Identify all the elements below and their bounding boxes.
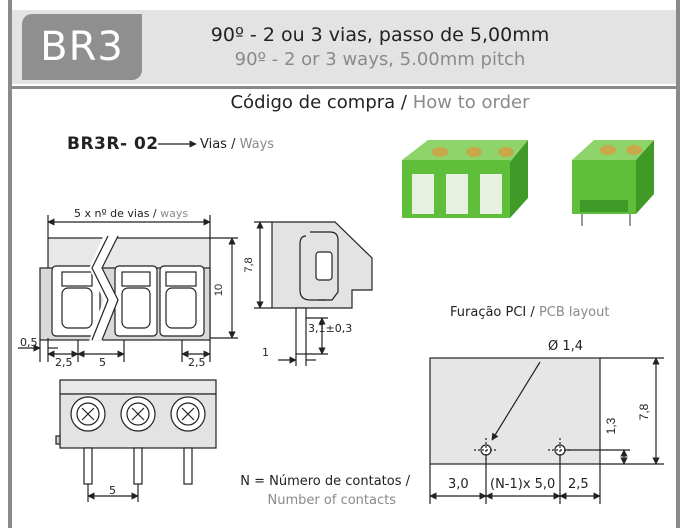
product-code: BR3 (22, 14, 142, 80)
ways-pt: Vias (200, 137, 227, 152)
part-number: BR3R- 02 (67, 134, 159, 154)
pcb-height-label: 7,8 (637, 403, 651, 420)
pcb-title-pt: Furação PCI (450, 305, 527, 320)
pcb-title-en: PCB layout (538, 305, 610, 320)
pcb-title: Furação PCI / PCB layout (450, 305, 610, 320)
dim-right-label: 2,5 (188, 356, 206, 369)
legend-en: Number of contacts (267, 493, 396, 508)
front-view-drawing (18, 215, 238, 362)
terminal-photo-2way (572, 140, 654, 226)
pcb-layout-drawing (429, 357, 664, 504)
how-to-order-en: How to order (412, 92, 530, 113)
pcb-dim-mid: (N-1)x 5,0 (490, 477, 556, 492)
front-width-label-pt: 5 x nº de vias / (74, 207, 157, 220)
hole-diameter-label: Ø 1,4 (548, 339, 584, 354)
side-height-label: 7,8 (243, 257, 255, 272)
front-height-label: 10 (213, 284, 225, 296)
legend-pt: N = Número de contatos / (240, 474, 410, 489)
header-separator (12, 86, 676, 89)
pcb-dim-right: 2,5 (568, 477, 589, 492)
side-view-drawing (254, 221, 373, 366)
offset-label: 0,5 (20, 336, 38, 349)
pcb-dim-left: 3,0 (448, 477, 469, 492)
bottom-view-drawing (55, 379, 217, 502)
pin-width-label: 1 (262, 346, 269, 359)
front-width-label: 5 x nº de vias / ways (74, 207, 188, 220)
front-width-label-en: ways (160, 207, 189, 220)
title-pt: 90º - 2 ou 3 vias, passo de 5,00mm (210, 24, 550, 46)
ways-en: Ways (239, 137, 275, 152)
dim-left-label: 2,5 (55, 356, 73, 369)
terminal-photo-3way (402, 140, 528, 218)
ways-label: Vias / Ways (200, 137, 275, 152)
how-to-order-sep: / (400, 92, 407, 113)
bottom-pitch-label: 5 (109, 484, 116, 497)
how-to-order-pt: Código de compra (230, 92, 396, 113)
dim-pitch-label: 5 (99, 356, 106, 369)
pin-length-label: 3,1±0,3 (308, 322, 353, 335)
pcb-hole-height-label: 1,3 (604, 417, 618, 434)
title-en: 90º - 2 or 3 ways, 5.00mm pitch (234, 49, 526, 70)
how-to-order-title: Código de compra / How to order (150, 92, 610, 113)
